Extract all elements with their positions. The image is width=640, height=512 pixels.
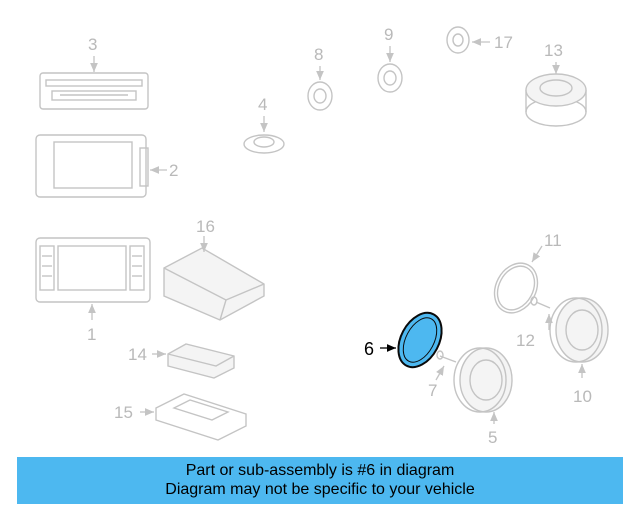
callout-7: 7 — [428, 381, 437, 400]
part-10-speaker — [549, 297, 609, 378]
part-3-disc-unit — [39, 56, 149, 110]
info-banner: Part or sub-assembly is #6 in diagram Di… — [17, 457, 623, 504]
part-4-tweeter — [243, 116, 285, 154]
part-9-tweeter — [377, 46, 403, 93]
banner-line-1: Part or sub-assembly is #6 in diagram — [185, 462, 455, 479]
part-7-screw — [435, 350, 457, 381]
callout-1: 1 — [87, 325, 96, 344]
part-1-head-unit — [35, 237, 151, 320]
part-5-speaker — [453, 347, 513, 424]
callout-16: 16 — [196, 217, 215, 236]
part-15-bracket — [140, 393, 247, 441]
part-12-screw — [530, 296, 553, 330]
callout-2: 2 — [169, 161, 178, 180]
banner-line-2: Diagram may not be specific to your vehi… — [165, 481, 475, 498]
callout-13: 13 — [544, 41, 563, 60]
callout-11: 11 — [544, 231, 562, 250]
callout-14: 14 — [128, 345, 147, 364]
part-6-gasket-highlighted[interactable] — [380, 305, 450, 374]
part-13-subwoofer — [525, 62, 587, 127]
part-2-display — [35, 134, 167, 198]
callout-10: 10 — [573, 387, 592, 406]
part-11-gasket — [493, 245, 543, 314]
callout-12: 12 — [516, 331, 535, 350]
part-16-amplifier — [163, 236, 265, 321]
callout-8: 8 — [314, 45, 323, 64]
part-17-tweeter — [446, 26, 490, 54]
callout-15: 15 — [114, 403, 133, 422]
callout-3: 3 — [88, 35, 97, 54]
callout-17: 17 — [494, 33, 513, 52]
callout-9: 9 — [384, 25, 393, 44]
callout-6: 6 — [364, 339, 374, 359]
callout-4: 4 — [258, 95, 267, 114]
callout-5: 5 — [488, 428, 497, 447]
parts-diagram: 3 2 1 4 8 9 — [35, 25, 609, 447]
part-8-tweeter — [307, 66, 333, 111]
part-14-module — [152, 343, 235, 379]
